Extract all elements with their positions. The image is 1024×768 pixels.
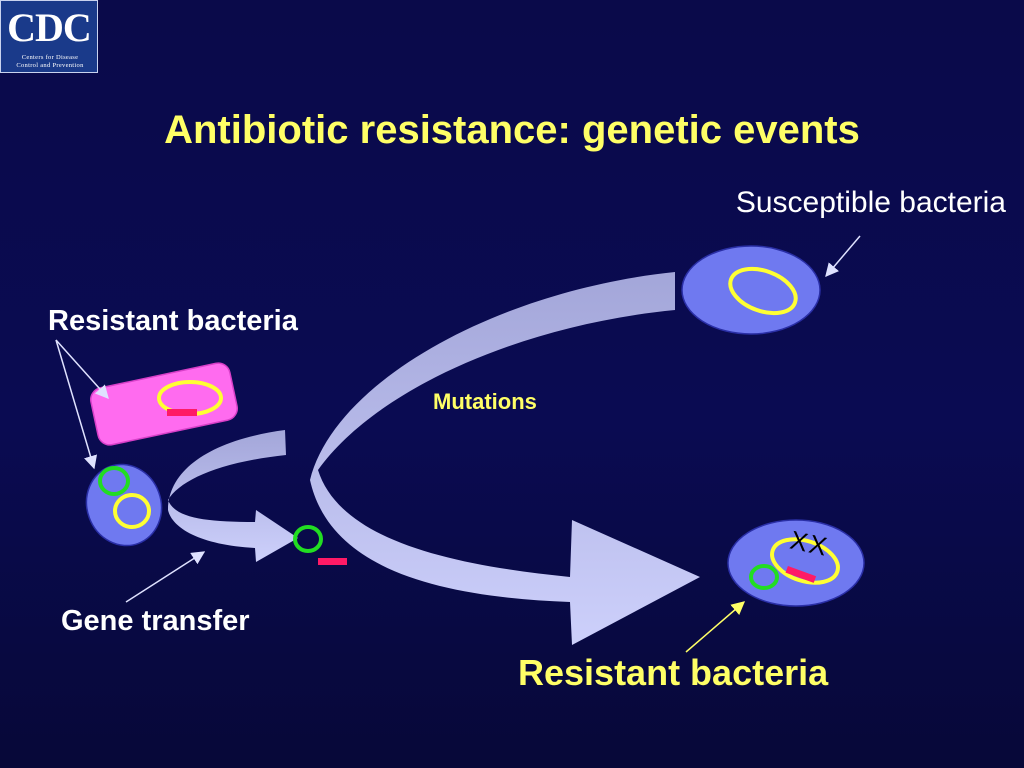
pointer-resistant-bottom [685,601,746,653]
resistant-cell-green-plasmid [749,564,779,590]
label-resistant-bacteria-bottom: Resistant bacteria [518,652,829,693]
cdc-logo: CDC Centers for Disease Control and Prev… [0,0,98,73]
cdc-logo-subtitle: Centers for Disease Control and Preventi… [3,54,97,70]
mutations-arrow [310,272,700,645]
left-blue-cell [85,463,163,547]
label-resistant-bacteria-left: Resistant bacteria [48,305,298,337]
pointer-resistant-to-pink [55,339,109,400]
resistant-cell [727,519,865,607]
pointer-resistant-to-blue [55,339,98,470]
left-cell-green-plasmid [98,466,130,496]
transferred-green-plasmid [293,525,323,553]
label-gene-transfer: Gene transfer [61,605,250,637]
resistant-cell-gene-marker [785,566,817,583]
resistant-cell-yellow-plasmid [770,537,840,585]
cdc-logo-mark: CDC [7,5,92,50]
label-susceptible-bacteria: Susceptible bacteria [735,186,1006,219]
transferred-gene-marker [318,558,347,565]
pink-cell-gene-marker [167,409,197,416]
cdc-logo-line2: Control and Prevention [16,62,84,69]
left-cell-yellow-plasmid [113,493,151,529]
label-mutations: Mutations [433,389,537,414]
gene-transfer-arrow [168,430,298,562]
slide-title: Antibiotic resistance: genetic events [164,108,860,152]
pointer-susceptible [825,235,861,278]
susceptible-cell [681,245,821,335]
pointer-gene-transfer [125,551,206,603]
susceptible-plasmid [728,266,798,316]
cdc-logo-line1: Centers for Disease [21,54,79,61]
